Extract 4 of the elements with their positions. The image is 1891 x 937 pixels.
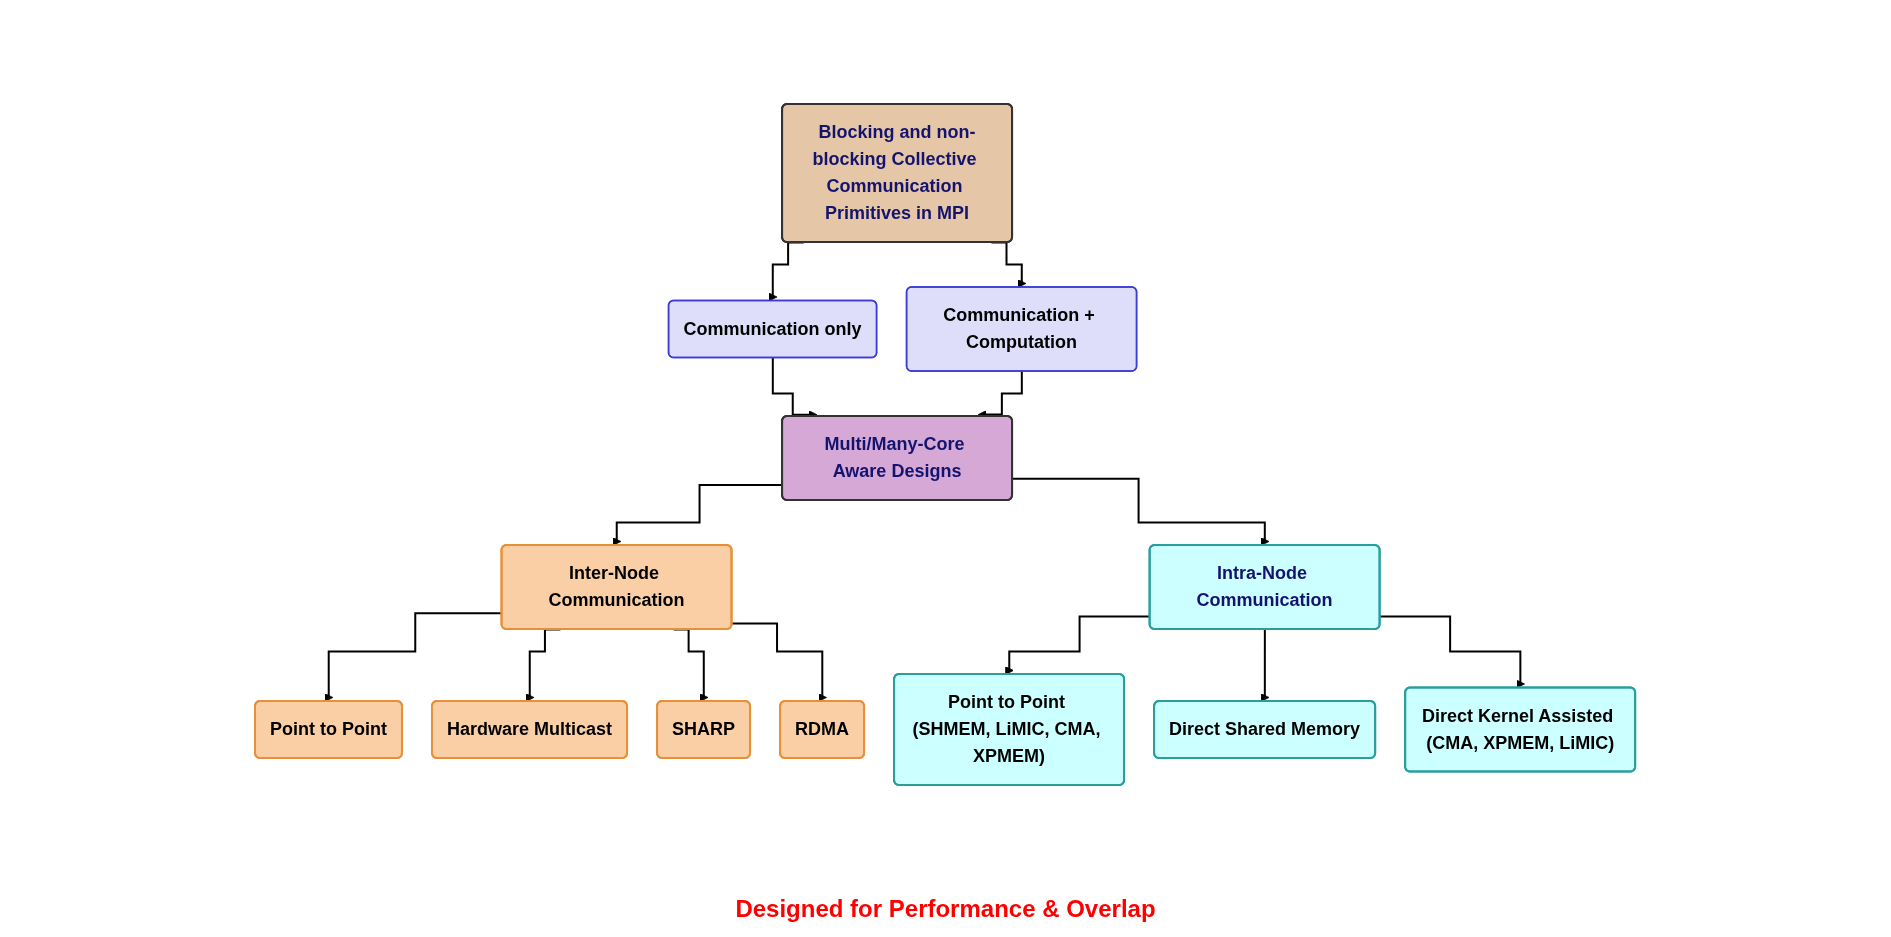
arrow [1012,477,1270,546]
arrow [1261,628,1270,702]
arrow [731,622,828,702]
note-text: Designed for Performance & Overlap [735,895,1156,923]
